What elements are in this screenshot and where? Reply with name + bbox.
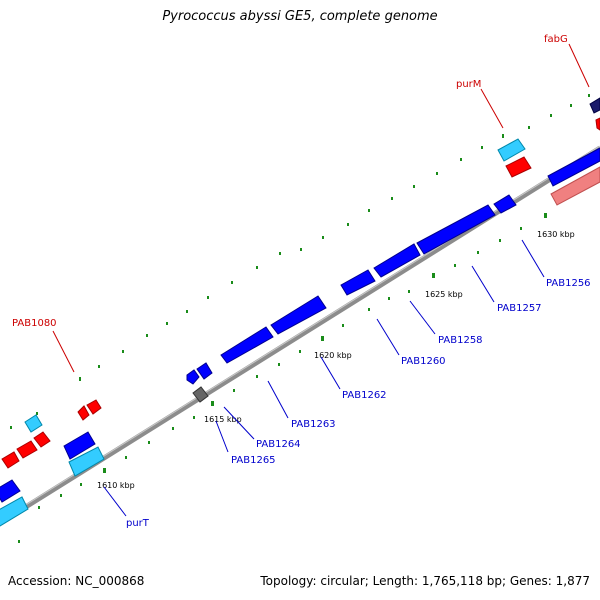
gene-label: purM: [456, 79, 481, 90]
gene-label: PAB1264: [256, 439, 301, 450]
gene-feature: [0, 496, 29, 527]
scale-label: 1615 kbp: [204, 415, 242, 424]
gene-feature: [0, 479, 21, 503]
gene-feature: [340, 269, 376, 296]
gene-feature: [86, 399, 102, 415]
gene-feature: [505, 156, 532, 178]
gene-label: PAB1260: [401, 356, 446, 367]
scale-labels: 1610 kbp 1615 kbp 1620 kbp 1625 kbp 1630…: [97, 230, 575, 490]
scale-label: 1610 kbp: [97, 481, 135, 490]
gene-label: PAB1262: [342, 390, 387, 401]
gene-feature: [63, 431, 96, 460]
gene-feature: [1, 451, 20, 469]
gene-feature: [416, 204, 496, 255]
gene-feature: [589, 97, 600, 114]
gene-labels-blue: purT PAB1265 PAB1264 PAB1263 PAB1262 PAB…: [126, 278, 591, 529]
accession-text: Accession: NC_000868: [8, 574, 145, 588]
gene-features-cyan[interactable]: [0, 138, 526, 527]
major-ticks: [103, 213, 547, 473]
gene-label: PAB1263: [291, 419, 336, 430]
gene-label: PAB1258: [438, 335, 483, 346]
gene-feature: [33, 431, 51, 448]
gene-feature: [220, 326, 274, 364]
scale-label: 1625 kbp: [425, 290, 463, 299]
gene-feature: [196, 362, 213, 380]
gene-label: purT: [126, 518, 150, 529]
genome-summary-text: Topology: circular; Length: 1,765,118 bp…: [260, 574, 590, 588]
gene-feature: [595, 117, 600, 131]
gene-features-red[interactable]: [1, 97, 600, 469]
gene-label: PAB1265: [231, 455, 276, 466]
gene-feature: [16, 440, 38, 459]
leader-lines-red: [52, 43, 590, 373]
gene-label: PAB1080: [12, 318, 57, 329]
gene-label: PAB1257: [497, 303, 542, 314]
scale-label: 1620 kbp: [314, 351, 352, 360]
gene-feature: [373, 243, 421, 278]
leader-lines-blue: [103, 239, 545, 517]
gene-feature: [186, 369, 200, 385]
map-title: Pyrococcus abyssi GE5, complete genome: [162, 9, 438, 24]
tick-row-outer: [10, 94, 590, 429]
gene-feature: [68, 446, 105, 477]
scale-label: 1630 kbp: [537, 230, 575, 239]
gene-label: fabG: [544, 34, 568, 45]
gene-feature: [270, 295, 327, 335]
gene-label: PAB1256: [546, 278, 591, 289]
gene-feature: [77, 405, 90, 421]
gene-feature: [497, 138, 526, 162]
gene-feature-gray[interactable]: [192, 386, 209, 403]
gene-feature: [493, 194, 517, 214]
gene-feature: [547, 147, 600, 187]
gene-features-blue[interactable]: [0, 147, 600, 503]
gene-labels-red: PAB1080 purM fabG: [12, 34, 568, 329]
gene-feature-pink[interactable]: [550, 166, 600, 206]
tick-row-inner: [18, 227, 522, 543]
gene-feature: [24, 414, 43, 433]
